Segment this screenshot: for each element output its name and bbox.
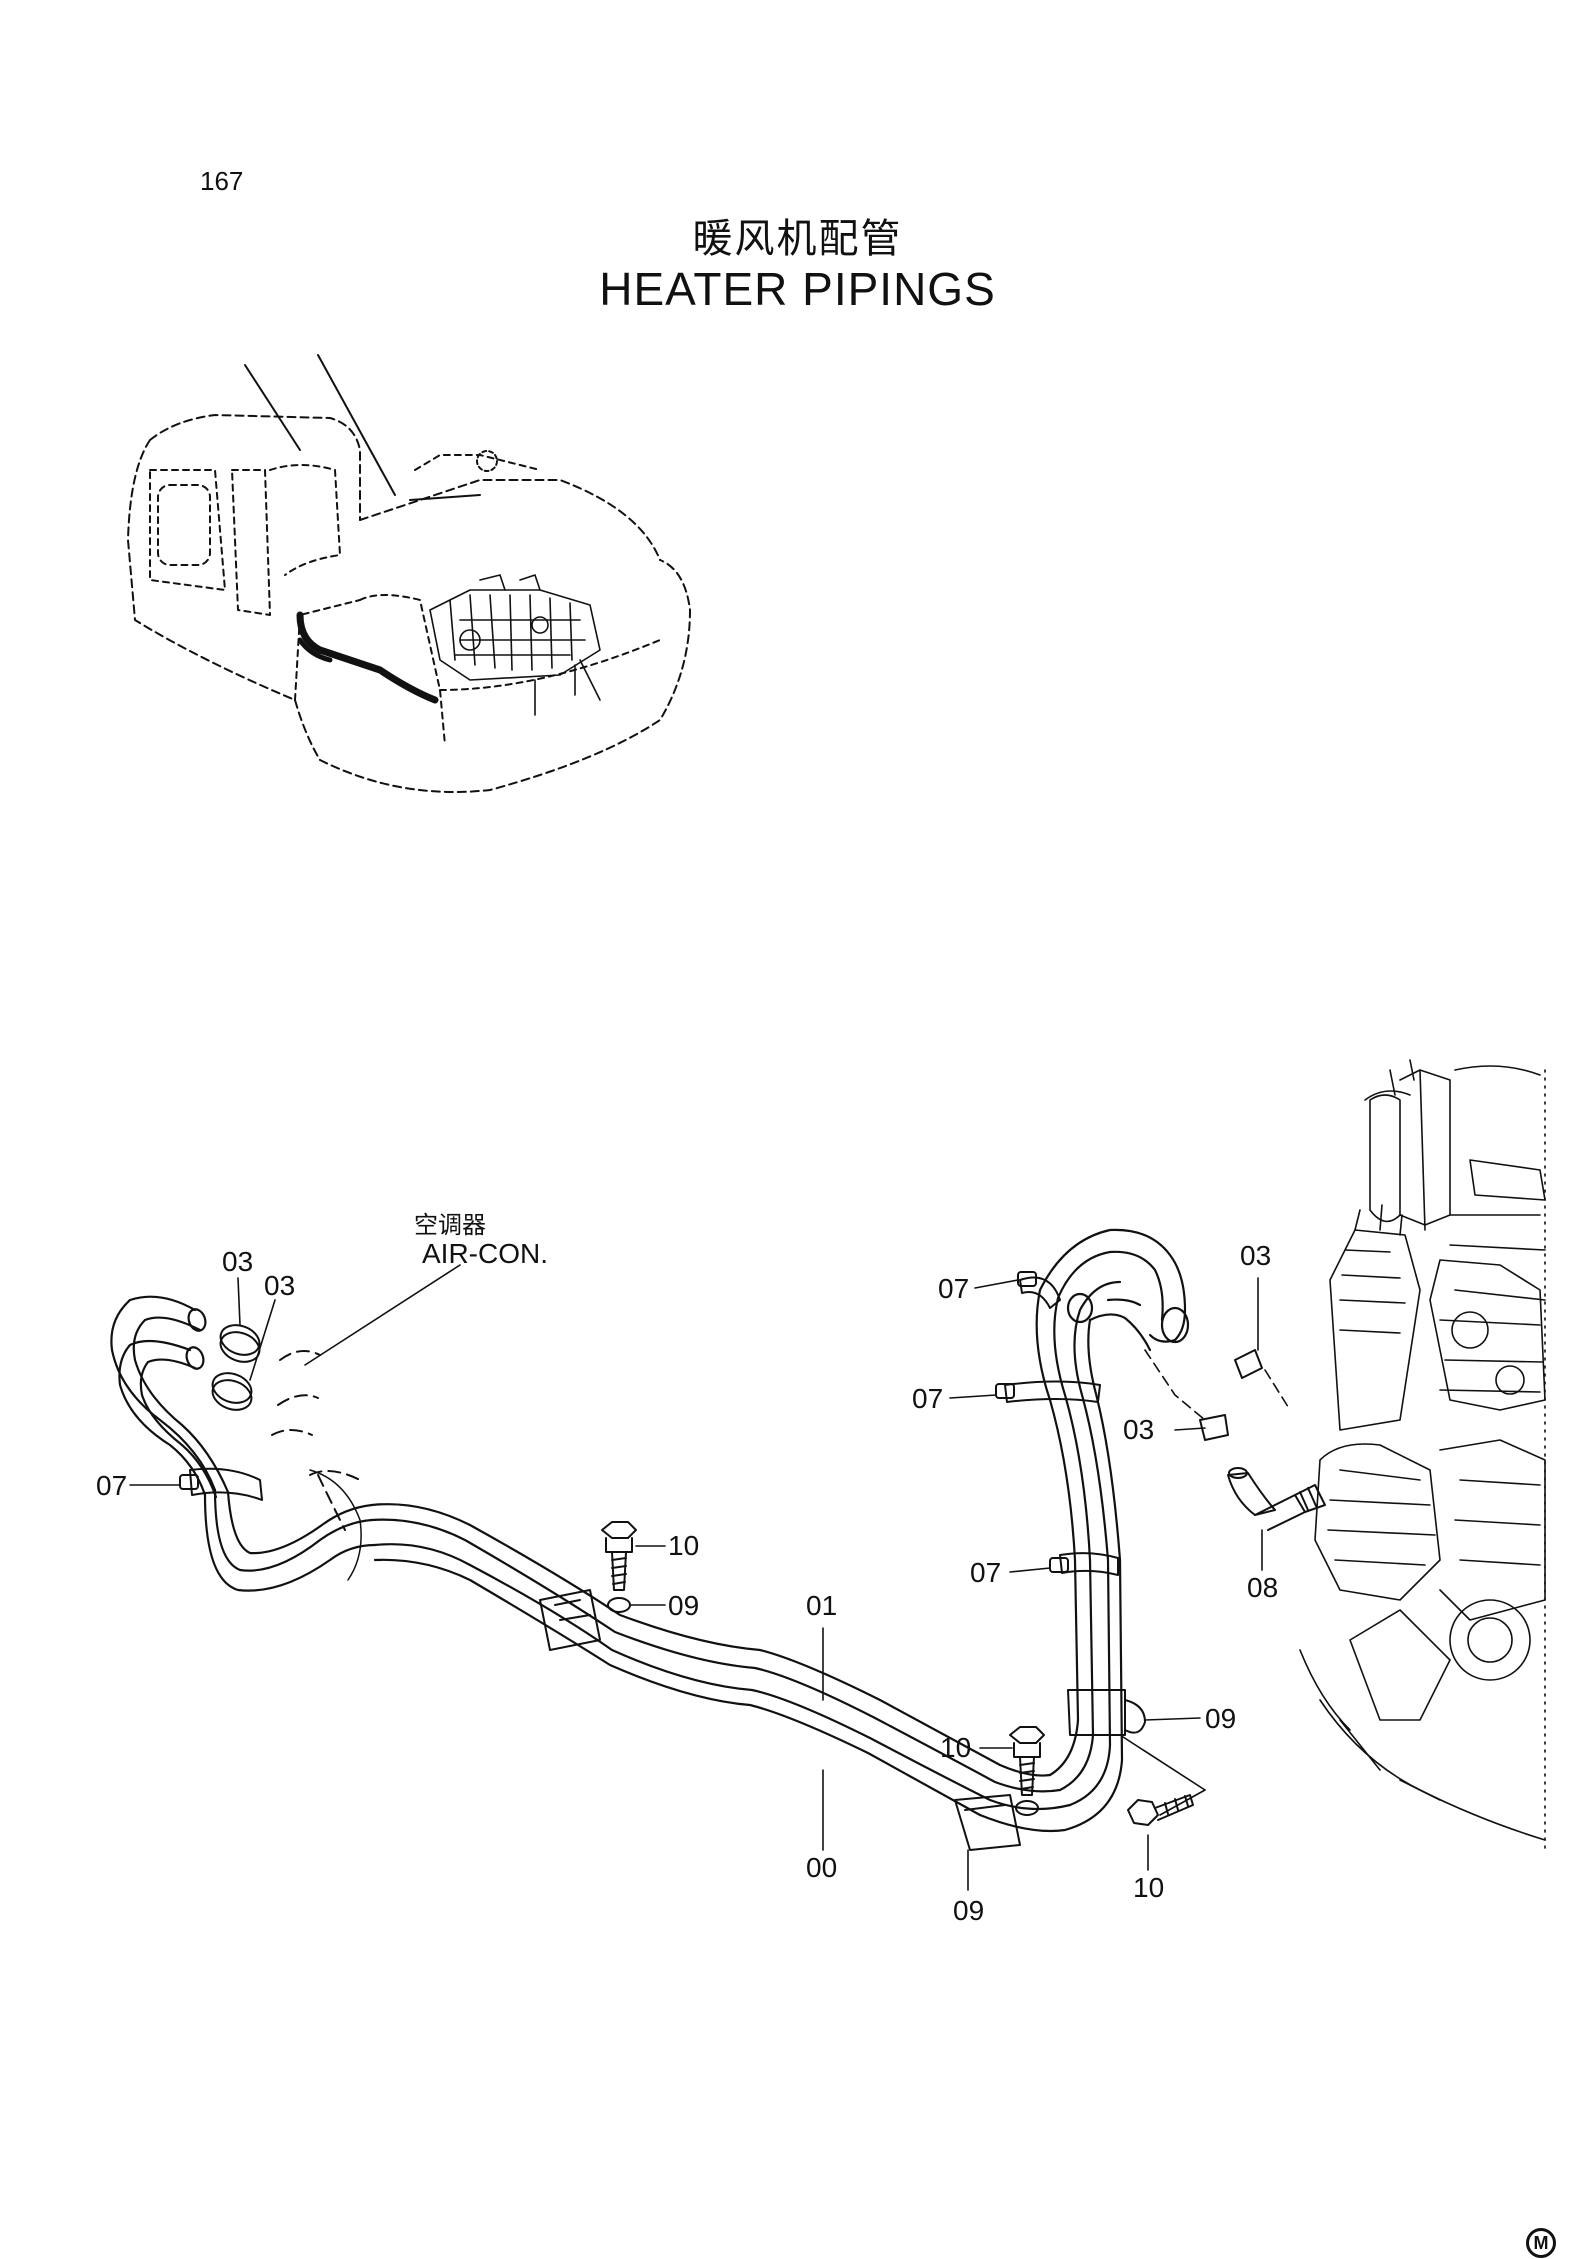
callout-10-bolt-lower: 10: [940, 1732, 972, 1763]
heater-hose-right: [978, 1228, 1190, 1833]
manufacturer-mark: M: [1526, 2228, 1556, 2258]
leader-lines: [129, 1264, 1291, 1891]
engine-illustration: [1299, 1059, 1546, 1851]
callout-09-washer-mid: 09: [668, 1590, 700, 1621]
title-chinese: 暖风机配管: [692, 216, 903, 262]
callout-03-clamp-left-lower: 03: [264, 1270, 296, 1301]
callout-07-band-right-top: 07: [938, 1273, 970, 1304]
title-english: HEATER PIPINGS: [599, 263, 996, 315]
fitting-08: [1227, 1467, 1326, 1531]
callout-01-pipe: 01: [806, 1590, 838, 1621]
callout-08-fitting: 08: [1247, 1572, 1279, 1603]
bolts-and-washers: [601, 1521, 1194, 1826]
page-number: 167: [200, 166, 244, 196]
callout-10-bolt-mid: 10: [668, 1530, 700, 1561]
callout-07-band-right-low: 07: [970, 1557, 1002, 1588]
callout-09-washer-lower: 09: [953, 1895, 985, 1926]
callout-07-band-left: 07: [96, 1470, 128, 1501]
callout-00-pipe: 00: [806, 1852, 838, 1883]
callout-03-clamp-right-upper: 03: [1240, 1240, 1272, 1271]
clamps-and-bands: [179, 1271, 1263, 1851]
excavator-overview-illustration: [127, 354, 691, 793]
callout-10-bolt-right: 10: [1133, 1872, 1165, 1903]
main-heater-pipe: [309, 1469, 1072, 1817]
callout-03-clamp-right-lower: 03: [1123, 1414, 1155, 1445]
air-con-label-chinese: 空调器: [414, 1211, 486, 1239]
callout-09-washer-right: 09: [1205, 1703, 1237, 1734]
air-con-duct-outlines: [271, 1350, 361, 1531]
callout-03-clamp-left-upper: 03: [222, 1246, 254, 1277]
air-con-label-english: AIR-CON.: [422, 1238, 548, 1269]
callout-07-band-right-mid: 07: [912, 1383, 944, 1414]
heater-hose-left: [110, 1295, 377, 1592]
